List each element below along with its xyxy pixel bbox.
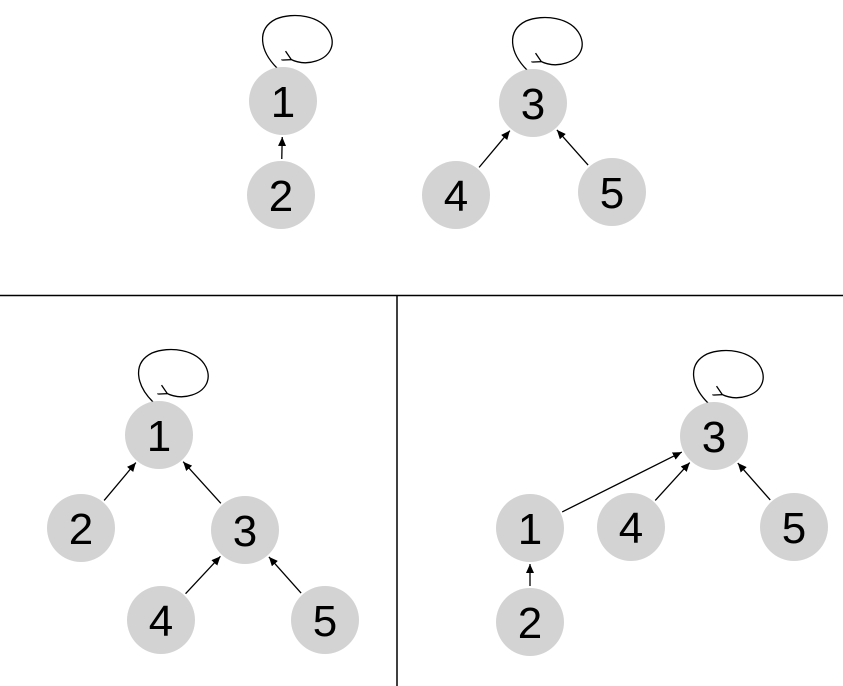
node-circle [760, 493, 828, 561]
node-circle [211, 496, 279, 564]
graph-node-2: 2 [496, 588, 564, 656]
node-circle [127, 586, 195, 654]
graph-node-5: 5 [578, 158, 646, 226]
edge-arrow-5-to-3 [737, 462, 771, 501]
node-circle [125, 401, 193, 469]
edge-arrow-5-to-3 [556, 129, 589, 166]
node-circle [496, 494, 564, 562]
node-label: 5 [782, 504, 806, 553]
node-circle [247, 161, 315, 229]
node-circle [597, 493, 665, 561]
graph-node-1: 1 [249, 67, 317, 135]
edge-arrow-5-to-3 [268, 556, 302, 594]
graph-node-4: 4 [597, 493, 665, 561]
node-label: 3 [233, 507, 257, 556]
edge-arrow-1-to-3 [561, 451, 683, 513]
node-label: 4 [149, 597, 173, 646]
graph-node-2: 2 [47, 494, 115, 562]
node-label: 4 [619, 504, 643, 553]
node-circle [680, 402, 748, 470]
edge-arrow-2-to-1 [103, 462, 137, 501]
node-label: 2 [69, 505, 93, 554]
graph-node-3: 3 [499, 69, 567, 137]
node-circle [578, 158, 646, 226]
node-label: 3 [702, 413, 726, 462]
graph-node-5: 5 [760, 493, 828, 561]
panel-top: 1 2 3 4 5 [247, 14, 646, 229]
edge-arrow-4-to-3 [478, 130, 511, 168]
node-circle [47, 494, 115, 562]
self-loop-arrow-3 [692, 349, 764, 404]
node-label: 2 [269, 172, 293, 221]
graph-node-4: 4 [127, 586, 195, 654]
self-loop-arrow-3 [511, 16, 583, 71]
edge-arrow-4-to-3 [185, 555, 221, 595]
node-label: 5 [600, 169, 624, 218]
self-loop-arrow-1 [261, 14, 333, 69]
node-label: 4 [444, 172, 468, 221]
graph-node-1: 1 [125, 401, 193, 469]
node-circle [422, 161, 490, 229]
graph-node-3: 3 [680, 402, 748, 470]
panel-bottom-right: 3 1 4 5 2 [496, 349, 828, 656]
node-circle [291, 586, 359, 654]
graph-node-2: 2 [247, 161, 315, 229]
node-label: 1 [518, 505, 542, 554]
node-circle [249, 67, 317, 135]
node-circle [496, 588, 564, 656]
panel-bottom-left: 1 2 3 4 5 [47, 348, 359, 654]
self-loop-arrow-1 [137, 348, 209, 403]
node-label: 1 [147, 412, 171, 461]
edge-arrow-3-to-1 [182, 461, 222, 504]
graph-node-4: 4 [422, 161, 490, 229]
node-label: 5 [313, 597, 337, 646]
graph-node-3: 3 [211, 496, 279, 564]
graph-node-1: 1 [496, 494, 564, 562]
node-label: 3 [521, 80, 545, 129]
node-label: 1 [271, 78, 295, 127]
edge-arrow-4-to-3 [654, 462, 691, 501]
node-circle [499, 69, 567, 137]
node-label: 2 [518, 599, 542, 648]
graph-node-5: 5 [291, 586, 359, 654]
